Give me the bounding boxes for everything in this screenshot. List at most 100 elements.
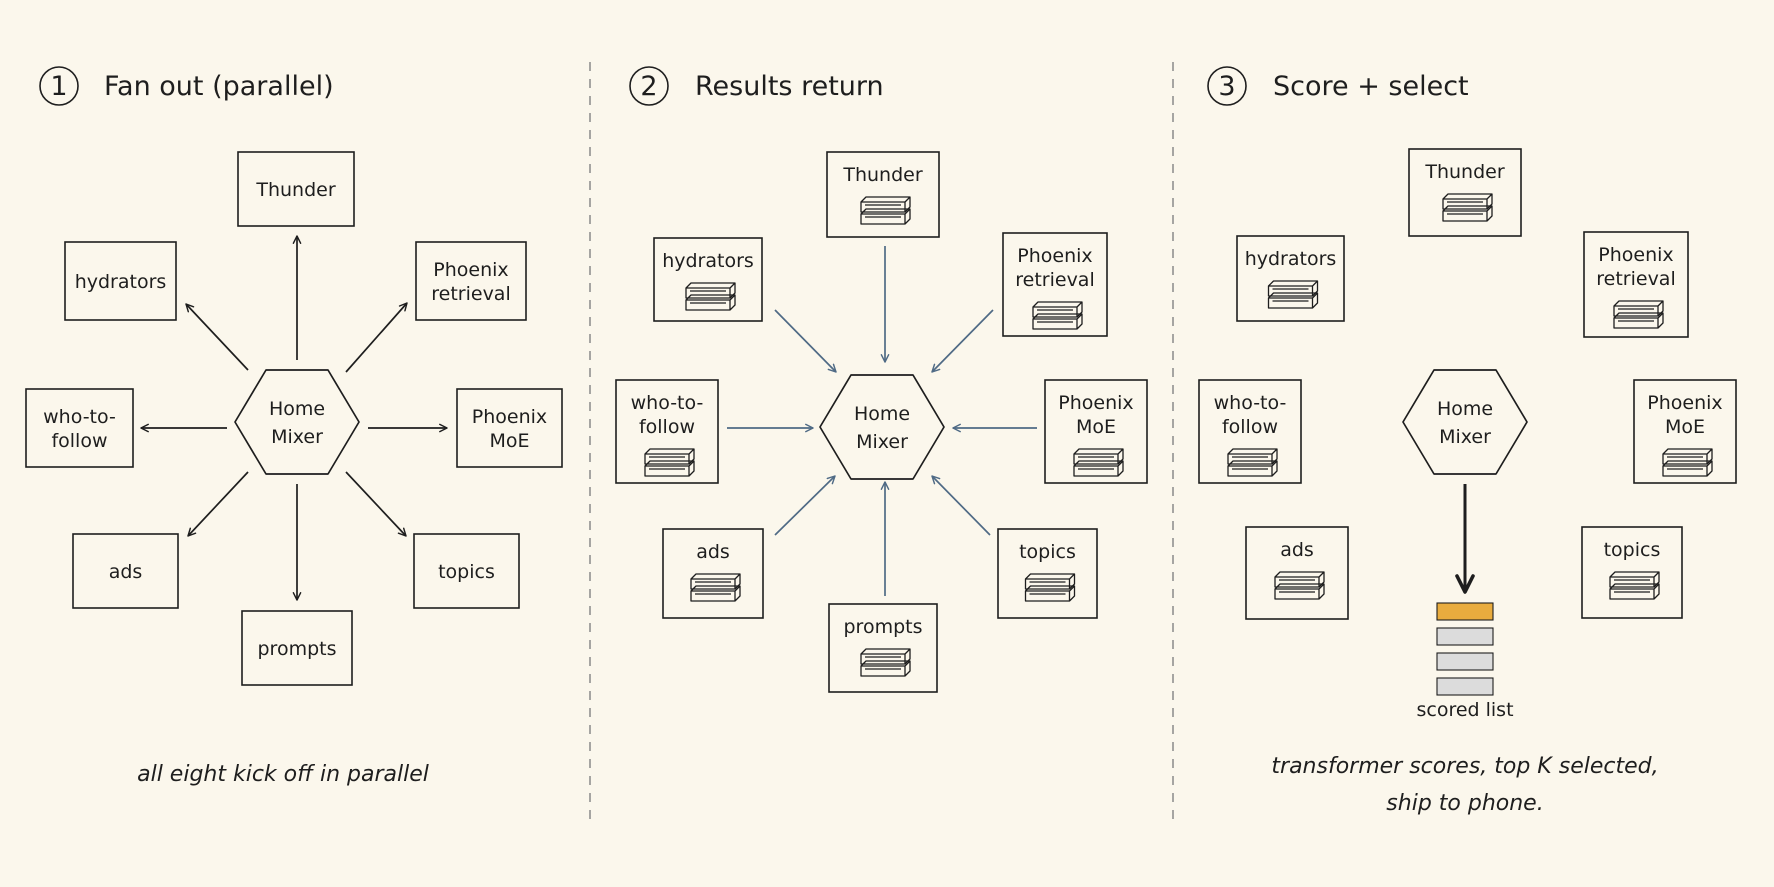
node-label: prompts xyxy=(258,638,337,660)
node-box xyxy=(456,388,563,468)
scored-list-item xyxy=(1436,677,1494,696)
panel-caption: ship to phone. xyxy=(1386,791,1543,816)
step-number-circle xyxy=(39,66,79,106)
panel-caption: transformer scores, top K selected, xyxy=(1271,754,1658,779)
node-label: Thunder xyxy=(1424,161,1504,183)
node-label: hydrators xyxy=(662,250,754,272)
node-topics: topics xyxy=(997,528,1098,619)
node-label: follow xyxy=(1222,416,1278,438)
node-box xyxy=(64,241,177,321)
node-box xyxy=(25,388,134,468)
node-who-to-follow: who-to-follow xyxy=(1198,379,1302,484)
arrow-ads xyxy=(774,475,836,536)
database-icon xyxy=(1609,571,1660,600)
arrow-ads xyxy=(187,471,249,537)
node-label: topics xyxy=(1604,539,1661,561)
scored-list-item xyxy=(1436,627,1494,646)
database-icon xyxy=(1274,571,1325,600)
home-mixer-hexagon xyxy=(819,374,945,480)
node-box xyxy=(653,237,763,322)
step-number-circle xyxy=(1207,66,1247,106)
node-label: follow xyxy=(51,430,107,452)
arrow-hydrators xyxy=(185,303,249,371)
node-hydrators: hydrators xyxy=(1236,235,1345,322)
node-label: who-to- xyxy=(43,406,116,428)
node-prompts: prompts xyxy=(828,603,938,693)
arrow-topics xyxy=(931,475,991,536)
arrow-hydrators xyxy=(774,309,837,373)
node-label: retrieval xyxy=(1015,269,1094,291)
node-ads: ads xyxy=(72,533,179,609)
database-icon xyxy=(1227,448,1278,477)
node-label: Phoenix xyxy=(472,406,547,428)
home-mixer-hexagon xyxy=(234,369,360,475)
node-box xyxy=(72,533,179,609)
database-icon xyxy=(1662,448,1713,477)
node-label: MoE xyxy=(1076,416,1116,438)
node-thunder: Thunder xyxy=(1408,148,1522,237)
node-label: topics xyxy=(438,561,495,583)
node-hydrators: hydrators xyxy=(64,241,177,321)
node-label: follow xyxy=(639,416,695,438)
node-box xyxy=(413,533,520,609)
node-box xyxy=(826,151,940,238)
node-label: MoE xyxy=(489,430,529,452)
node-label: Phoenix xyxy=(1598,244,1673,266)
database-icon xyxy=(1442,193,1493,222)
node-label: hydrators xyxy=(75,271,167,293)
database-icon xyxy=(685,282,736,311)
panel-caption: all eight kick off in parallel xyxy=(137,762,429,787)
node-box xyxy=(828,603,938,693)
home-mixer-label: Home xyxy=(1437,398,1493,420)
database-icon xyxy=(860,196,911,225)
node-box xyxy=(1245,526,1349,620)
scored-list-label: scored list xyxy=(1416,699,1513,721)
node-prompts: prompts xyxy=(241,610,353,686)
node-label: hydrators xyxy=(1245,248,1337,270)
panel-title: Results return xyxy=(695,71,884,102)
node-label: who-to- xyxy=(631,392,704,414)
step-number: 1 xyxy=(50,71,67,102)
database-icon xyxy=(1267,280,1319,309)
home-mixer-label: Mixer xyxy=(271,426,323,448)
node-label: retrieval xyxy=(431,283,510,305)
database-icon xyxy=(860,648,911,677)
node-label: MoE xyxy=(1665,416,1705,438)
node-label: Phoenix xyxy=(1647,392,1722,414)
home-mixer-hexagon xyxy=(1402,369,1528,475)
node-thunder: Thunder xyxy=(237,151,355,227)
database-icon xyxy=(1024,573,1076,602)
node-label: ads xyxy=(1280,539,1314,561)
node-label: retrieval xyxy=(1596,268,1675,290)
step-number: 2 xyxy=(640,71,657,102)
home-mixer-label: Home xyxy=(269,398,325,420)
scored-list: scored list xyxy=(1416,484,1514,721)
node-label: topics xyxy=(1019,541,1076,563)
arrow-topics xyxy=(345,471,407,537)
node-label: Thunder xyxy=(255,179,335,201)
node-label: who-to- xyxy=(1214,392,1287,414)
node-ads: ads xyxy=(662,528,764,619)
node-thunder: Thunder xyxy=(826,151,940,238)
node-label: Thunder xyxy=(842,164,922,186)
database-icon xyxy=(1032,301,1083,330)
database-icon xyxy=(1613,300,1664,329)
scored-list-item-top xyxy=(1436,602,1494,621)
node-hydrators: hydrators xyxy=(653,237,763,322)
home-mixer-label: Mixer xyxy=(856,431,908,453)
node-box xyxy=(241,610,353,686)
node-label: Phoenix xyxy=(1058,392,1133,414)
